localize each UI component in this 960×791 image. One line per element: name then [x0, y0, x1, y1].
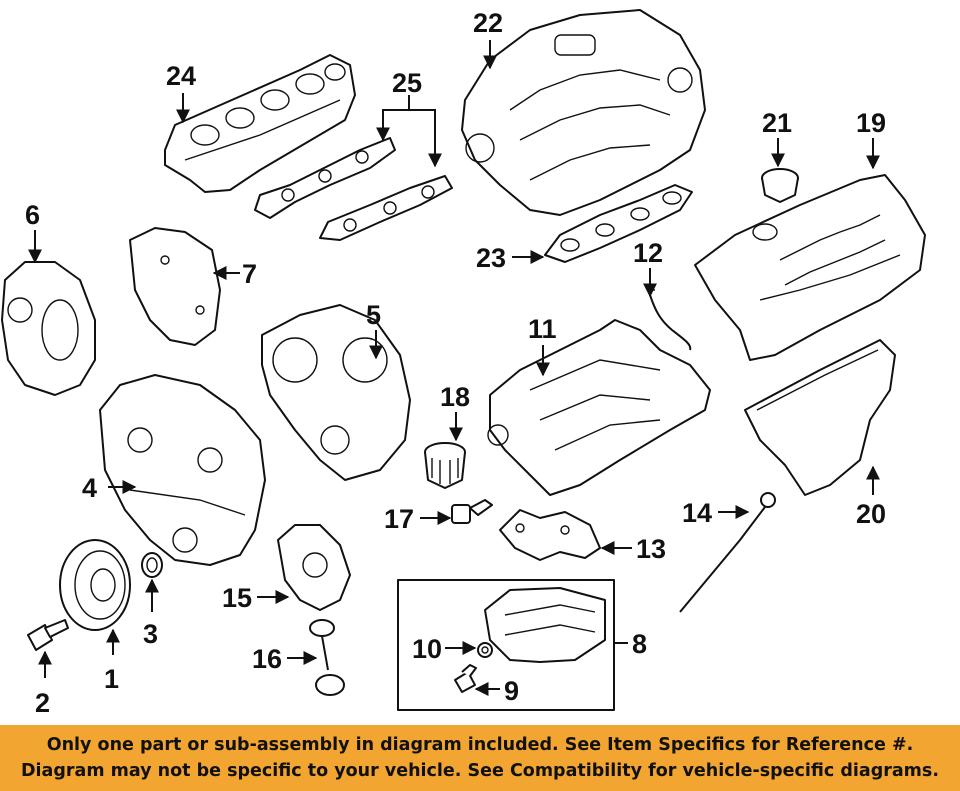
callout-10: 10	[412, 634, 442, 664]
callout-3: 3	[143, 619, 158, 649]
part-3-crank-seal[interactable]	[141, 552, 163, 578]
callout-22: 22	[473, 8, 503, 38]
callout-4: 4	[82, 473, 97, 503]
part-25-intake-gaskets[interactable]	[254, 137, 453, 241]
part-4-front-cover[interactable]	[99, 374, 266, 566]
part-16-oil-strainer[interactable]	[309, 619, 345, 696]
disclaimer-line-2: Diagram may not be specific to your vehi…	[21, 761, 939, 781]
callout-14: 14	[682, 498, 712, 528]
part-18-oil-filter[interactable]	[424, 442, 466, 489]
part-14-dipstick[interactable]	[679, 492, 776, 613]
callout-24: 24	[166, 61, 196, 91]
disclaimer-banner: Only one part or sub-assembly in diagram…	[0, 725, 960, 791]
callout-21: 21	[762, 108, 792, 138]
part-13-baffle-plate[interactable]	[499, 509, 601, 561]
part-23-plenum-gasket[interactable]	[544, 184, 693, 263]
part-15-oil-pump[interactable]	[277, 524, 351, 611]
callout-6: 6	[25, 200, 40, 230]
callout-17: 17	[384, 504, 414, 534]
part-21-oil-filler-cap[interactable]	[761, 168, 799, 203]
callout-18: 18	[440, 382, 470, 412]
callout-7: 7	[242, 259, 257, 289]
disclaimer-line-1: Only one part or sub-assembly in diagram…	[46, 735, 914, 755]
part-6-water-pump[interactable]	[1, 261, 96, 396]
part-5-timing-cover[interactable]	[261, 304, 411, 481]
callout-9: 9	[504, 676, 519, 706]
part-24-intake-manifold[interactable]	[164, 54, 356, 193]
part-17-oil-pressure-sensor[interactable]	[451, 499, 493, 524]
part-7-front-cover-gasket[interactable]	[129, 227, 221, 346]
callout-12: 12	[633, 238, 663, 268]
callout-2: 2	[35, 688, 50, 718]
callout-5: 5	[366, 300, 381, 330]
part-22-intake-plenum[interactable]	[461, 9, 706, 216]
engine-parts-diagram: 1 2 3 4 5 6 7 8 9 10 11 12 13 14 15 16 1…	[1, 8, 926, 718]
callout-15: 15	[222, 583, 252, 613]
callout-23: 23	[476, 243, 506, 273]
part-11-upper-oil-pan[interactable]	[487, 319, 711, 496]
part-10-drain-washer[interactable]	[477, 642, 493, 658]
callout-8: 8	[632, 629, 647, 659]
callout-16: 16	[252, 644, 282, 674]
callout-13: 13	[636, 534, 666, 564]
callout-25: 25	[392, 68, 422, 98]
callout-20: 20	[856, 499, 886, 529]
part-12-dipstick-tube[interactable]	[648, 289, 692, 351]
part-8-lower-oil-pan-assembly[interactable]	[397, 579, 615, 711]
leader-lines	[28, 40, 880, 696]
part-20-valve-cover-gasket[interactable]	[744, 339, 896, 496]
part-1-crankshaft-pulley[interactable]	[59, 539, 131, 631]
callout-1: 1	[104, 664, 119, 694]
callout-19: 19	[856, 108, 886, 138]
part-2-crank-bolt[interactable]	[27, 619, 69, 651]
callout-numbers: 1 2 3 4 5 6 7 8 9 10 11 12 13 14 15 16 1…	[25, 8, 886, 718]
callout-11: 11	[528, 314, 557, 344]
part-19-valve-cover[interactable]	[694, 174, 926, 361]
